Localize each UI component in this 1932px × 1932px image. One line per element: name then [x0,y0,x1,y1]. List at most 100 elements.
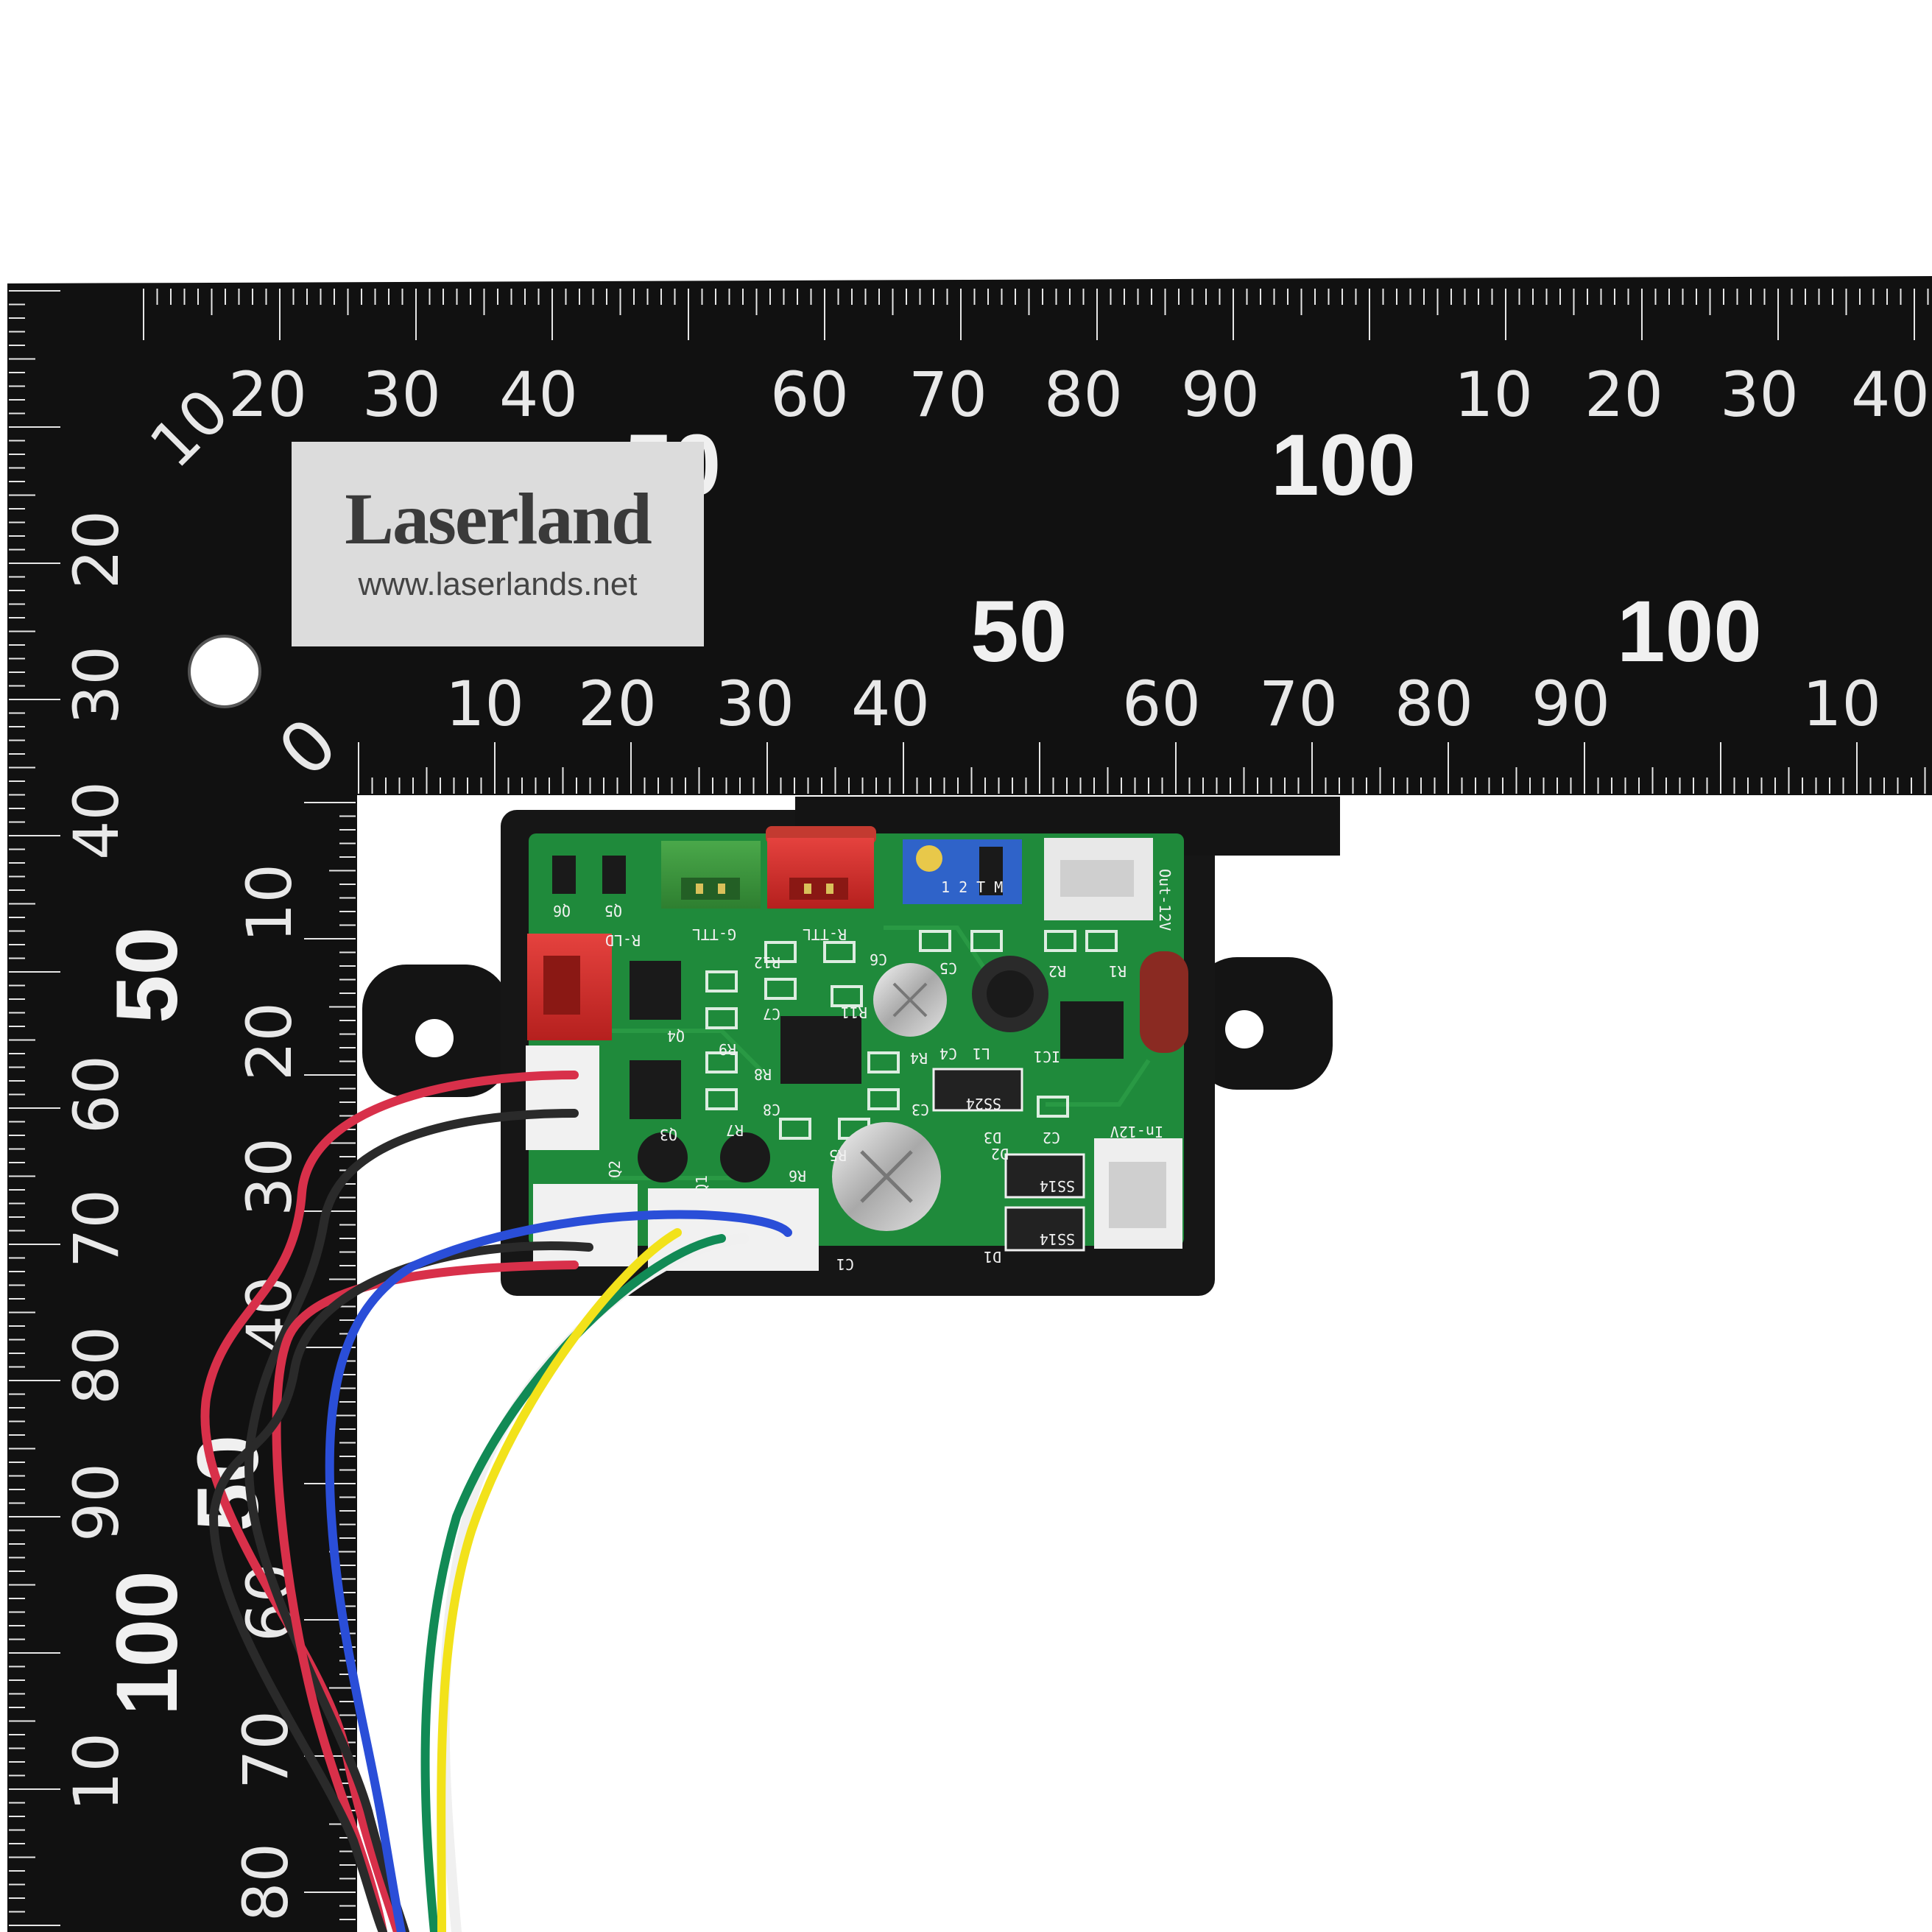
svg-text:R12: R12 [754,953,780,971]
svg-text:L1: L1 [973,1045,990,1062]
ruler-number: 10 [1802,668,1881,740]
svg-text:G-TTL: G-TTL [692,926,736,943]
ruler-number: 20 [228,359,307,431]
ruler-top-upper-numbers: 20 30 40 60 70 80 90 10 20 30 40 [228,359,1930,431]
svg-text:R-TTL: R-TTL [803,926,847,943]
svg-text:R8: R8 [754,1065,772,1083]
pcb-silkscreen: Q6 Q5 R-LD G-TTL R-TTL Out-12V R12 C6 C5… [553,869,1174,1273]
svg-text:Q3: Q3 [660,1126,677,1143]
ruler-number: 70 [60,1189,133,1268]
ruler-number: 40 [499,359,578,431]
ruler-number: 70 [1259,668,1338,740]
ruler-big-number: 100 [1271,417,1416,514]
ruler-number: 60 [770,359,849,431]
wire-green [420,1234,726,1932]
svg-text:Out-12V: Out-12V [1156,869,1174,931]
svg-text:In-12V: In-12V [1110,1123,1163,1140]
brand-name: Laserland [345,478,652,560]
diode-ss14-b [1004,1206,1085,1252]
ruler-number: 20 [233,1002,306,1081]
ruler-left-outer-big: 50 100 [99,927,196,1716]
wire-blue [325,1210,792,1932]
svg-text:C2: C2 [1043,1129,1060,1146]
ruler-number: 60 [60,1055,133,1134]
l-square-ruler [7,276,1932,1932]
brand-url: www.laserlands.net [357,566,637,602]
wire-black-2 [208,1241,593,1932]
svg-text:D2: D2 [991,1145,1009,1163]
connector-ld-output [526,1046,599,1150]
svg-text:Q4: Q4 [667,1027,685,1045]
svg-text:Q1: Q1 [693,1175,711,1193]
svg-text:SS14: SS14 [1040,1177,1075,1195]
svg-text:D3: D3 [984,1129,1001,1146]
svg-text:C7: C7 [763,1005,780,1023]
fuse [1140,951,1188,1053]
diode-ss14-a [1004,1153,1085,1199]
ruler-number: 40 [60,781,133,860]
svg-text:Q2: Q2 [606,1160,624,1178]
brand-sticker: Laserland www.laserlands.net [292,442,704,646]
svg-text:C5: C5 [939,959,957,977]
svg-text:D1: D1 [984,1248,1001,1266]
ruler-number: 90 [1531,668,1610,740]
electrolytic-capacitor-c4 [873,963,947,1037]
mount-hole-left [415,1019,454,1057]
svg-text:R11: R11 [841,1004,867,1021]
svg-text:C4: C4 [939,1045,957,1062]
ruler-number: 40 [851,668,930,740]
connector-r-ld [527,934,612,1040]
svg-text:R1: R1 [1109,962,1127,980]
svg-text:IC1: IC1 [1034,1048,1060,1065]
pcb-board: 1 2 T M [526,826,1188,1271]
ruler-number: 80 [1044,359,1123,431]
wire-harness [200,1071,792,1932]
potentiometer: 1 2 T M [903,839,1022,904]
ruler-number: 30 [362,359,441,431]
svg-text:C6: C6 [870,951,887,968]
ruler-number: 30 [60,646,133,724]
ruler-number: 10 [1454,359,1533,431]
pot-label: 1 2 T M [941,878,1003,896]
transistor-q2 [638,1132,688,1182]
ruler-number: 10 [60,1732,133,1811]
diode-ss24 [932,1068,1023,1112]
ic-op-amp [780,1016,861,1084]
wire-yellow [437,1228,682,1932]
ruler-top-upper-big: 50 100 [624,417,1416,514]
ruler-top-upper-ticks [143,289,1929,340]
connector-out-12v [1044,838,1153,920]
ruler-number: 30 [233,1138,306,1216]
ruler-number: 30 [1720,359,1799,431]
ruler-body [7,276,1932,1932]
ruler-number: 20 [578,668,657,740]
ruler-number: 80 [230,1843,302,1922]
ruler-number: 10 [445,668,524,740]
ruler-number: 40 [1851,359,1930,431]
ruler-number: 10 [233,864,306,942]
transistor-q1 [720,1132,770,1182]
transistor-q3 [630,1060,681,1119]
svg-text:C1: C1 [836,1255,854,1273]
ruler-number: 30 [716,668,794,740]
ruler-top-lower-big: 50 100 [970,583,1762,680]
ruler-number: 20 [1584,359,1663,431]
ruler-number: 20 [60,510,133,589]
svg-text:C3: C3 [912,1101,929,1118]
ruler-big-number: 50 [970,583,1067,680]
ruler-number: 70 [909,359,987,431]
ruler-top-lower-numbers: 10 20 30 40 60 70 80 90 10 [445,668,1881,740]
svg-text:R7: R7 [726,1121,744,1139]
svg-text:R6: R6 [789,1167,806,1185]
ruler-number: 60 [1122,668,1201,740]
svg-text:Q5: Q5 [604,902,622,920]
connector-g-ttl [661,841,761,909]
transistor-q4 [630,961,681,1020]
ruler-big-number: 50 [99,927,196,1023]
svg-text:R5: R5 [829,1146,847,1164]
wire-red-1 [200,1071,579,1932]
svg-text:R9: R9 [719,1040,736,1058]
svg-text:SS14: SS14 [1040,1230,1075,1248]
svg-text:R2: R2 [1048,962,1066,980]
